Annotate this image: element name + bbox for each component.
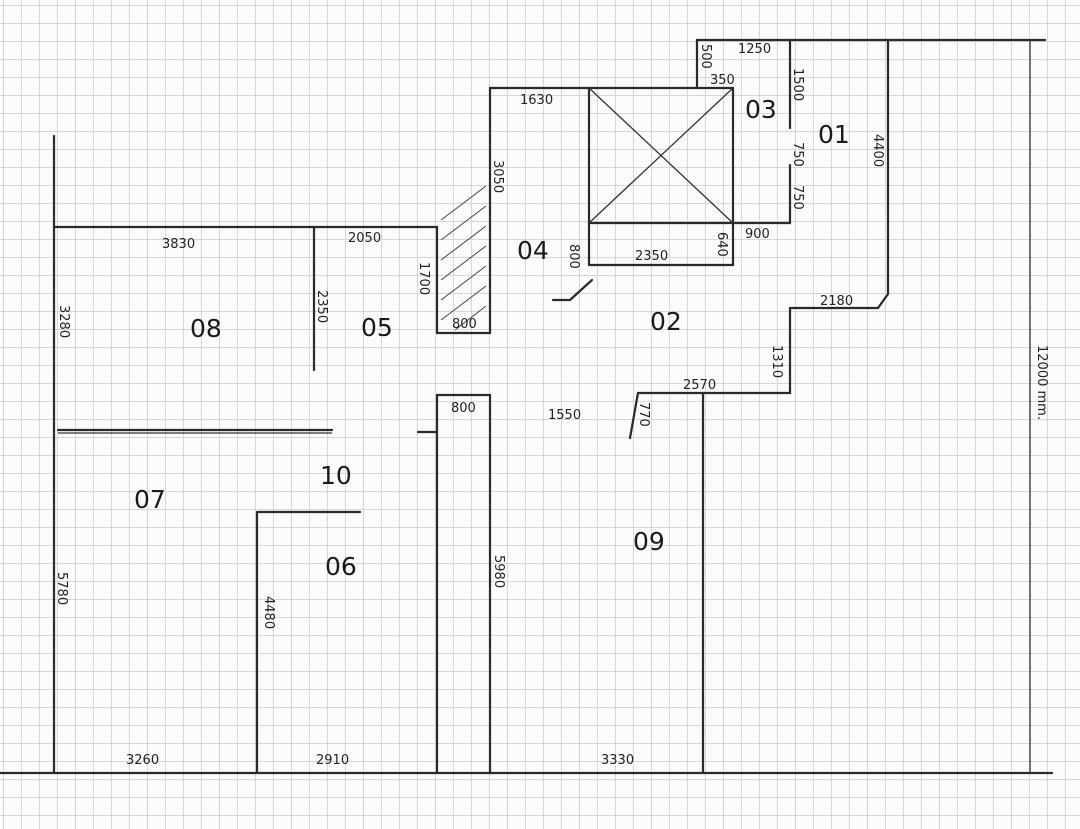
room-label-08: 08 <box>190 314 222 343</box>
dimension-label: 2570 <box>683 378 716 393</box>
dimension-label: 2050 <box>348 231 381 246</box>
room-label-03: 03 <box>745 95 777 124</box>
dimension-label: 3050 <box>490 160 505 193</box>
dimension-label: 3830 <box>162 237 195 252</box>
dimension-label: 800 <box>451 401 476 416</box>
room-label-01: 01 <box>818 120 850 149</box>
total-dimension-label: 12000 mm. <box>1034 345 1049 420</box>
dimension-label: 1310 <box>769 345 784 378</box>
dimension-label: 900 <box>745 227 770 242</box>
room-label-04: 04 <box>517 236 549 265</box>
stair-hatch <box>440 185 487 331</box>
dimension-label: 1630 <box>520 93 553 108</box>
dimension-label: 1550 <box>548 408 581 423</box>
dimension-label: 3280 <box>56 305 71 338</box>
dimension-label: 800 <box>566 244 581 269</box>
dimension-label: 2910 <box>316 753 349 768</box>
room-labels: 01 02 03 04 05 06 07 08 09 10 <box>134 95 850 581</box>
room-label-02: 02 <box>650 307 682 336</box>
dimension-label: 3330 <box>601 753 634 768</box>
room-label-05: 05 <box>361 313 393 342</box>
room-label-07: 07 <box>134 485 166 514</box>
dimension-label: 1500 <box>790 68 805 101</box>
dimension-label: 350 <box>710 73 735 88</box>
dimension-label: 750 <box>790 185 805 210</box>
dimension-label: 2180 <box>820 294 853 309</box>
dimension-label: 5780 <box>54 572 69 605</box>
room-label-09: 09 <box>633 527 665 556</box>
dimension-label: 640 <box>714 232 729 257</box>
dimension-label: 5980 <box>491 555 506 588</box>
dimension-label: 770 <box>636 402 651 427</box>
dimension-label: 2350 <box>635 249 668 264</box>
dimension-label: 4480 <box>261 596 276 629</box>
room-label-10: 10 <box>320 461 352 490</box>
room-label-06: 06 <box>325 552 357 581</box>
dimension-label: 800 <box>452 317 477 332</box>
dimension-label: 1700 <box>416 262 431 295</box>
dimension-label: 1250 <box>738 42 771 57</box>
dimension-label: 750 <box>790 142 805 167</box>
dimension-label: 500 <box>698 44 713 69</box>
dimension-label: 3260 <box>126 753 159 768</box>
walls <box>0 38 1054 775</box>
dimension-label: 4400 <box>870 134 885 167</box>
dimension-labels: 1250 500 350 1500 1630 4400 750 750 3050… <box>54 42 885 768</box>
dimension-label: 2350 <box>314 290 329 323</box>
